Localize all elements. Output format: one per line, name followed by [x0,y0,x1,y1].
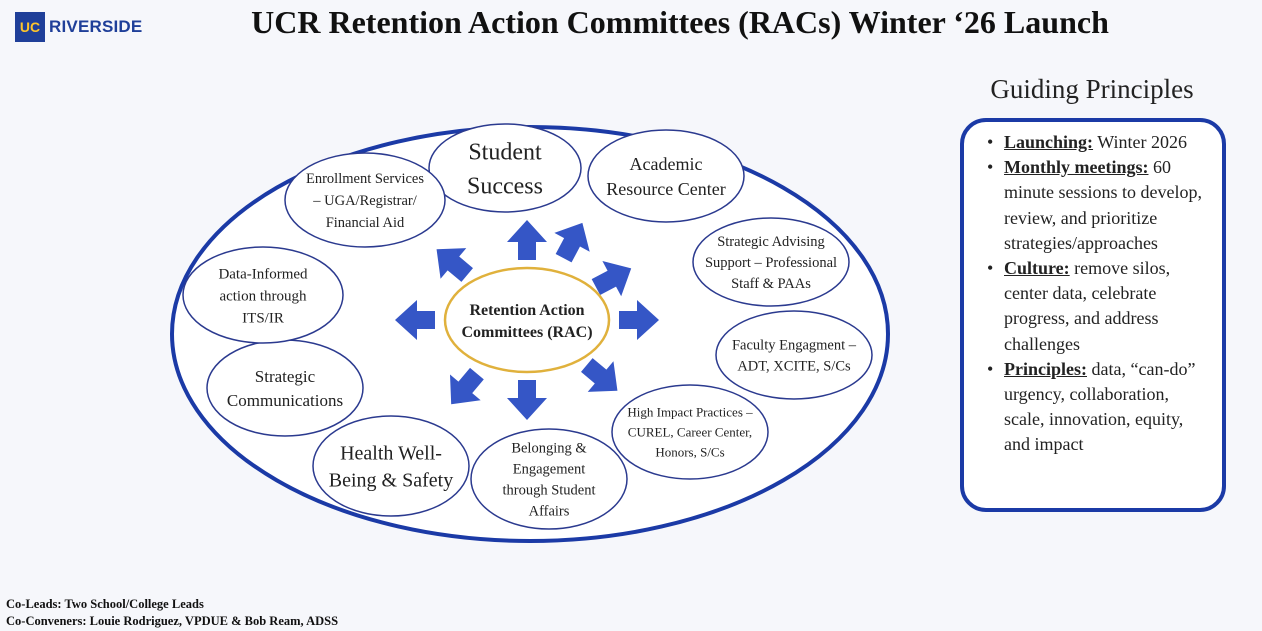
principle-term: Launching: [1004,132,1094,152]
footer-credits: Co-Leads: Two School/College Leads Co-Co… [6,596,338,630]
logo-text: RIVERSIDE [49,17,143,36]
bubble-label-line: Strategic [255,367,316,386]
center-ellipse [443,266,611,374]
center-label-line-2: Committees (RAC) [461,324,592,341]
bubble-outline [611,384,769,480]
bubble-label-line: CUREL, Career Center, [628,425,752,440]
bubble-label-line: Health Well- [340,443,442,465]
guiding-principles-box: Launching: Winter 2026 Monthly meetings:… [960,118,1226,512]
bubble-label-line: Financial Aid [326,215,405,231]
principle-term: Culture: [1004,258,1070,279]
bubble-label-line: Strategic Advising [717,234,825,250]
center-label-line-1: Retention Action [469,302,584,319]
bubble-label-line: Success [467,173,543,199]
bubble-outline [284,152,446,248]
arrow [619,300,659,340]
bubble-enrollment-services: Enrollment Services – UGA/Registrar/Finan… [284,152,446,248]
arrow [554,222,590,263]
principle-item-principles: Principles: data, “can-do” urgency, coll… [980,357,1208,458]
bubble-label-line: Enrollment Services [306,171,424,187]
bubble-label-line: Being & Safety [329,470,453,492]
bubble-label-line: Faculty Engagment – [732,338,857,354]
page-title: UCR Retention Action Committees (RACs) W… [251,4,1109,40]
arrow [581,358,618,392]
bubble-outline [206,339,364,437]
arrow-shape [507,220,547,260]
principle-term: Principles: [1004,358,1087,379]
principle-text: Winter 2026 [1093,132,1187,152]
arrow-shape [507,380,547,420]
guiding-principles-heading: Guiding Principles [990,74,1194,104]
bubble-label-line: ADT, XCITE, S/Cs [737,359,851,375]
bubble-outline [692,217,850,307]
bubble-outline [428,123,582,213]
bubble-label-line: Affairs [529,504,570,520]
principle-term: Monthly meetings: [1004,157,1149,178]
arrow-shape [450,367,484,405]
bubble-label-line: action through [219,288,307,304]
bubble-label-line: – UGA/Registrar/ [312,193,417,209]
bubble-high-impact-practices: High Impact Practices – CUREL, Career Cen… [611,384,769,480]
arrow [450,367,484,405]
bubble-faculty-engagement: Faculty Engagment – ADT, XCITE, S/Cs [715,310,873,400]
principle-text: remove silos, center data, celebrate pro… [1004,258,1171,354]
arrow [591,260,632,297]
logo-mark: UC [15,12,45,42]
bubble-outline [312,415,470,517]
bubble-outline [470,428,628,530]
center-node: Retention Action Committees (RAC) [443,266,611,374]
principle-text: 60 minute sessions to develop, review, a… [1004,157,1202,253]
principle-item-launching: Launching: Winter 2026 [980,130,1208,155]
bubble-label-line: Communications [227,391,343,410]
bubble-outline [587,129,745,223]
bubble-outline [182,246,344,344]
arrow [436,248,473,282]
bubble-label-line: Student [468,139,542,165]
principle-item-meetings: Monthly meetings: 60 minute sessions to … [980,155,1208,256]
bubble-outline [715,310,873,400]
arrow-shape [619,300,659,340]
bubble-label-line: Support – Professional [705,255,837,271]
co-leads: Co-Leads: Two School/College Leads [6,597,204,611]
bubble-label-line: ITS/IR [242,310,284,326]
bubble-label-line: Honors, S/Cs [655,445,724,460]
bubble-label-line: Staff & PAAs [731,276,811,292]
arrow-group [395,220,659,420]
principle-text: data, “can-do” urgency, collaboration, s… [1004,358,1196,455]
arrow [395,300,435,340]
arrow-shape [581,358,618,392]
arrow-shape [554,222,590,263]
bubble-label-line: High Impact Practices – [627,405,753,420]
arrow [507,380,547,420]
principles-list: Launching: Winter 2026 Monthly meetings:… [980,130,1208,458]
bubble-label-line: Data-Informed [218,266,308,282]
co-conveners: Co-Conveners: Louie Rodriguez, VPDUE & B… [6,614,339,628]
arrow-shape [591,260,632,297]
ucr-logo: UC RIVERSIDE [15,12,142,42]
bubble-label-line: Resource Center [606,179,725,199]
arrow [507,220,547,260]
arrow-shape [395,300,435,340]
principle-item-culture: Culture: remove silos, center data, cele… [980,256,1208,357]
bubble-label-line: Belonging & [511,441,587,457]
bubble-belonging-engagement: Belonging & Engagement through StudentAffa… [470,428,628,530]
bubble-health-wellbeing: Health Well- Being & Safety [312,415,470,517]
bubble-label-line: Engagement [513,462,585,478]
bubble-label-line: through Student [502,483,595,499]
arrow-shape [436,248,473,282]
bubble-label-line: Academic [630,154,703,174]
